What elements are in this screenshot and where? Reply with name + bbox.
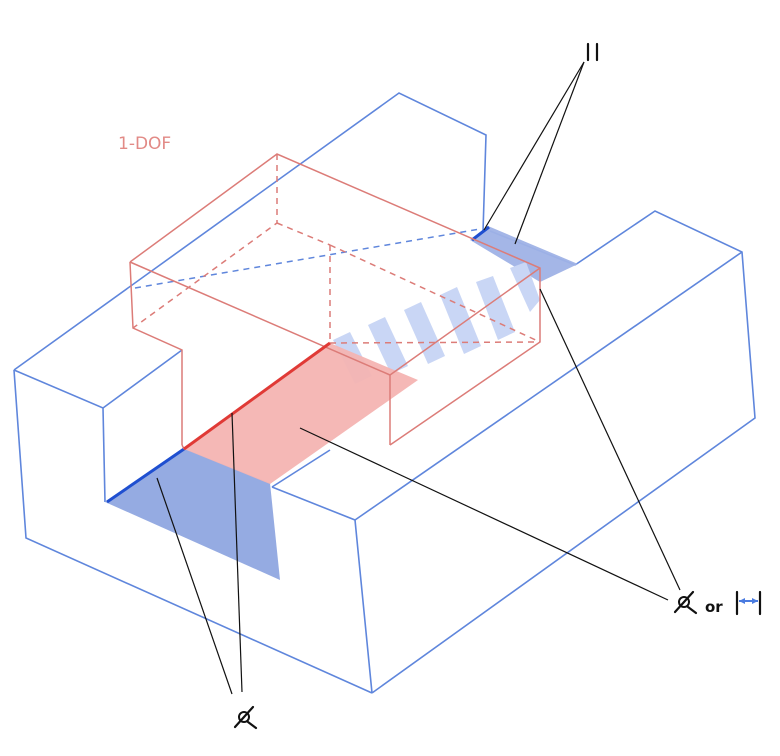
or-label: or [705,598,723,616]
slider-contact-edge [183,341,331,451]
distance-constraint-icon [735,590,762,616]
slot-back-face [470,226,578,282]
slot-contact-edge-front [106,447,185,504]
parallel-symbol: || [586,42,599,62]
point-contact-icon [233,705,258,730]
slider-block [129,153,541,484]
slot-contact-edge-back [471,225,490,242]
slider-contact-face [184,343,418,484]
point-contact-icon-right [673,590,698,615]
dof-label: 1-DOF [118,134,171,154]
leader-lines [156,61,681,695]
base-block [13,92,756,694]
